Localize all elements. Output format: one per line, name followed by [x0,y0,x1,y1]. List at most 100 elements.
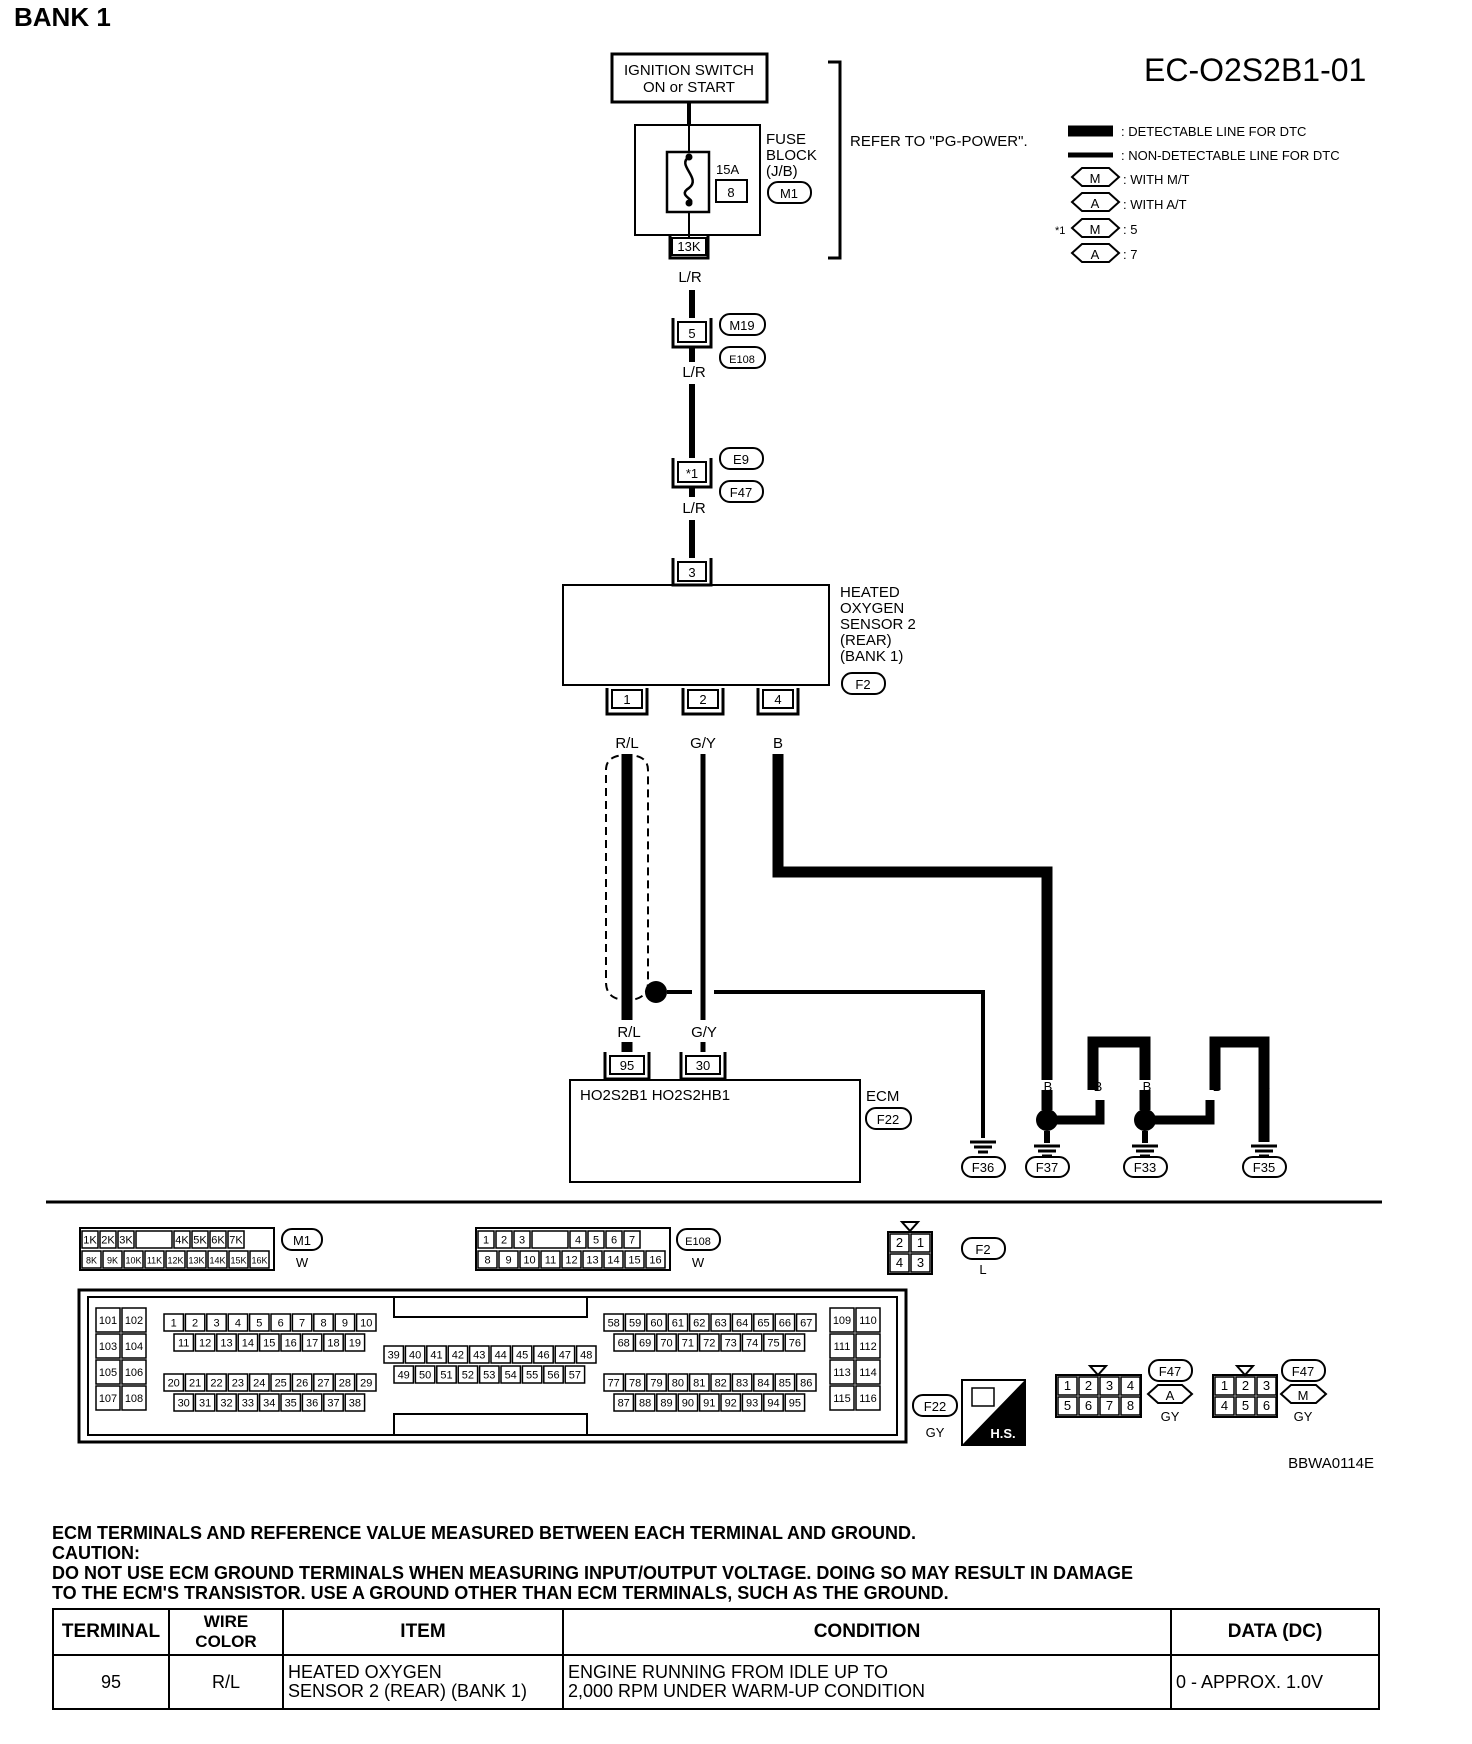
connector-pin-star1 [677,461,707,483]
connector-pin [603,1373,625,1392]
connector-pin [414,1365,436,1384]
e108-id: E108 [685,1236,711,1248]
sensor-label-2: OXYGEN [840,600,904,617]
f2-id-tag [961,1237,1006,1260]
connector-pin [163,1313,185,1332]
connector-pin-label: 1 [483,1235,489,1247]
connector-pin-label: 6 [1085,1398,1092,1413]
connector-pin-label: 65 [757,1318,769,1330]
connector-pin-label: 83 [736,1378,748,1390]
connector-pin [1235,1376,1256,1396]
connector-pin [774,1313,796,1332]
conn-m19-label: M19 [729,318,754,333]
connector-pin-label: 61 [672,1318,684,1330]
connector-pin [656,1333,677,1352]
connector-pin [1256,1396,1277,1416]
ecm-conn-tag [865,1107,912,1130]
conn-m19-tag [719,313,766,336]
connector-pin-label: 73 [725,1338,737,1350]
connector-pin [280,1393,302,1412]
connector-pin-label: 46 [537,1350,549,1362]
connector-pin [889,1233,910,1253]
connector-pin-label: 28 [339,1378,351,1390]
wire-color-gy-top: G/Y [690,735,716,752]
connector-pin-label: 1 [1064,1378,1071,1393]
connector-pin [543,1365,564,1384]
connector-pin [184,1313,206,1332]
fuse-block-box [634,124,761,236]
ground-f35-label: F35 [1253,1160,1275,1175]
connector-pin [753,1373,774,1392]
connector-pin [1099,1376,1120,1396]
fuse-block-label-1: FUSE [766,131,806,148]
f2-id: F2 [975,1242,990,1257]
connector-pin [95,1359,121,1385]
connector-pin [855,1307,881,1333]
connector-pin-label: 24 [253,1378,265,1390]
connector-pin [313,1313,334,1332]
f47-at-id-tag [1148,1359,1193,1382]
connector-pin-label: 78 [629,1378,641,1390]
connector-pin-label: 114 [859,1367,877,1379]
connector-pin-label: 13 [586,1255,598,1267]
connector-pin [121,1359,147,1385]
connector-pin-label: 94 [767,1398,779,1410]
connector-pin [1120,1396,1141,1416]
connector-pin-label: 106 [125,1367,143,1379]
connector-pin-label: 37 [327,1398,339,1410]
connector-pin [646,1313,667,1332]
connector-pin [102,1250,123,1269]
wire-color-rl-bot: R/L [617,1024,640,1041]
connector-pin [603,1250,624,1269]
connector-pin-label: 9K [107,1256,118,1266]
connector-pin [323,1393,344,1412]
connector-pin [81,1230,99,1249]
connector-pin-label: 32 [220,1398,232,1410]
cell-item-line-1: HEATED OXYGEN [288,1662,442,1682]
connector-pin [667,1313,689,1332]
connector-pin-label: 8 [1127,1398,1134,1413]
notes-line-1: ECM TERMINALS AND REFERENCE VALUE MEASUR… [52,1523,917,1543]
connector-pin-label: 18 [327,1338,339,1350]
connector-pin [1256,1376,1277,1396]
connector-pin [1057,1396,1078,1416]
connector-pin-label: 42 [452,1350,464,1362]
connector-pin [248,1373,270,1392]
connector-pin-label: 3 [917,1255,924,1270]
ground-f37-label: F37 [1036,1160,1058,1175]
legend-at-hex [1070,192,1121,212]
wire-color-rl-top: R/L [615,735,638,752]
wire-color-lr-3: L/R [682,500,706,517]
connector-pin-label: 13K [188,1256,204,1266]
connector-pin [344,1393,366,1412]
connector-pin [121,1307,147,1333]
connector-pin-label: 5 [1064,1398,1071,1413]
connector-pin [477,1250,498,1269]
sensor-conn-label: F2 [855,677,870,692]
connector-pin-label: 2 [1242,1378,1249,1393]
connector-pin [688,1313,710,1332]
connector-pin-label: 26 [296,1378,308,1390]
connector-pin-label: 84 [757,1378,769,1390]
connector-pin-label: 2 [501,1235,507,1247]
connector-pin-label: 11 [545,1255,556,1267]
connector-pin-label: 5 [1242,1398,1249,1413]
connector-pin-label: 2K [101,1235,115,1247]
connector-pin-label: 16K [251,1256,267,1266]
connector-pin-label: 2 [192,1318,198,1330]
table-header-row: TERMINAL WIRE COLOR ITEM CONDITION DATA … [52,1608,1380,1656]
sensor-conn-tag [841,672,886,695]
connector-pin-label: 109 [833,1315,851,1327]
connector-pin [582,1250,603,1269]
connector-pin-label: 36 [306,1398,318,1410]
cell-terminal: 95 [52,1654,170,1710]
legend-star-a-sym: A [1091,247,1100,262]
